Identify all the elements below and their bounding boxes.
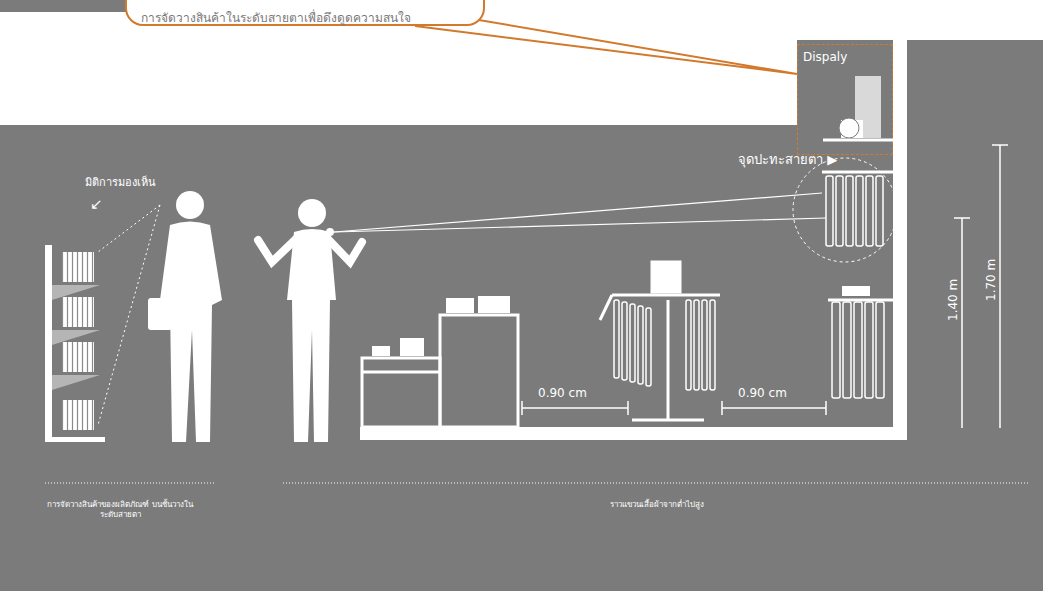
display-tables (446, 298, 474, 313)
left-shelf (62, 342, 94, 372)
display-tables (372, 346, 390, 356)
caption-text: ราวแขวนเสื้อผ้าจากต่ำไปสูง (283, 500, 1030, 510)
dimension-lines (722, 407, 826, 409)
dimension-lines (992, 144, 1008, 146)
garment (854, 302, 862, 398)
wall-floor (360, 38, 907, 440)
dimension-lines (961, 218, 963, 428)
display-tables (362, 358, 440, 427)
shopper-figures (176, 191, 204, 219)
left-shelf (45, 245, 52, 440)
clothing-racks (632, 419, 704, 422)
dimension-lines (521, 401, 523, 415)
clothing-racks (612, 294, 720, 297)
shopper-figures (258, 238, 297, 262)
dimension-lines (954, 217, 970, 219)
garment (622, 302, 627, 380)
shopper-figures (327, 238, 362, 262)
garment (646, 308, 651, 386)
display-tables (440, 315, 518, 427)
dimension-lines (522, 145, 1008, 428)
sight-lines (334, 218, 826, 232)
garment (614, 300, 619, 378)
display-shelf (823, 139, 893, 142)
garment (826, 176, 833, 246)
dimension-lines (825, 401, 827, 415)
dimension-lines (721, 401, 723, 415)
caption-rule (45, 483, 215, 484)
garment (710, 300, 715, 390)
caption-text: การจัดวางสินค้าของผลิตภัณฑ์ บนชั้นวางในร… (45, 500, 195, 519)
clothing-racks (600, 295, 612, 320)
left-shelf (45, 245, 105, 442)
background (797, 40, 1043, 130)
clothing-racks (652, 262, 680, 292)
shopper-figures (160, 222, 222, 443)
view-label: มิติการมองเห็น (85, 176, 156, 189)
sight-lines (793, 158, 897, 262)
garment (856, 176, 863, 246)
dimension-label: 0.90 cm (738, 386, 787, 400)
display-tables (372, 286, 870, 356)
display-tables (478, 296, 510, 313)
sight-lines (334, 193, 822, 232)
background (0, 125, 1043, 591)
garment (865, 302, 873, 398)
left-shelf (52, 375, 100, 390)
clothing-racks (667, 300, 670, 420)
display-tables (400, 338, 424, 356)
garment (630, 304, 635, 382)
clothing-racks (828, 299, 893, 302)
callout-pointer (415, 18, 797, 74)
caption-rule (283, 483, 1030, 484)
display-tables (362, 286, 870, 427)
left-shelf (62, 252, 94, 282)
dimension-label: 0.90 cm (538, 386, 587, 400)
dimension-lines (627, 401, 629, 415)
wall-floor (893, 38, 907, 438)
shopper-figures (148, 191, 362, 442)
display-box: Dispaly (797, 44, 893, 155)
shopper-figures (148, 298, 172, 330)
garment (694, 300, 699, 390)
garment (686, 300, 691, 390)
garment (702, 300, 707, 390)
display-tables (842, 286, 870, 296)
dimension-lines (999, 145, 1001, 428)
shopper-figures (298, 199, 326, 227)
garment (846, 176, 853, 246)
display-title: Dispaly (803, 50, 887, 64)
callout-box: การจัดวางสินค้าในระดับสายตาเพื่อดึงดูดคว… (125, 0, 485, 26)
garment (843, 302, 851, 398)
wall-floor (360, 427, 907, 440)
garment (836, 176, 843, 246)
arrow-mark: ↙ (90, 195, 103, 213)
clothing-racks (600, 172, 893, 420)
garment (876, 176, 883, 246)
garment (638, 306, 643, 384)
display-tables (362, 371, 440, 374)
sight-lines (98, 205, 160, 252)
height-label: 1.40 m (946, 279, 960, 321)
left-shelf (45, 437, 105, 442)
hanging-garments (614, 176, 884, 398)
height-label: 1.70 m (984, 259, 998, 301)
clothing-racks (822, 171, 893, 174)
garment (832, 302, 840, 398)
garment (876, 302, 884, 398)
garment (866, 176, 873, 246)
focus-label: จุดปะทะสายตา ▶ (738, 152, 837, 168)
left-shelf (62, 297, 94, 327)
display-ball (839, 118, 859, 138)
left-shelf (62, 400, 94, 430)
shopper-figures (287, 229, 336, 442)
dimension-lines (522, 407, 628, 409)
callout-text: การจัดวางสินค้าในระดับสายตาเพื่อดึงดูดคว… (141, 8, 469, 27)
